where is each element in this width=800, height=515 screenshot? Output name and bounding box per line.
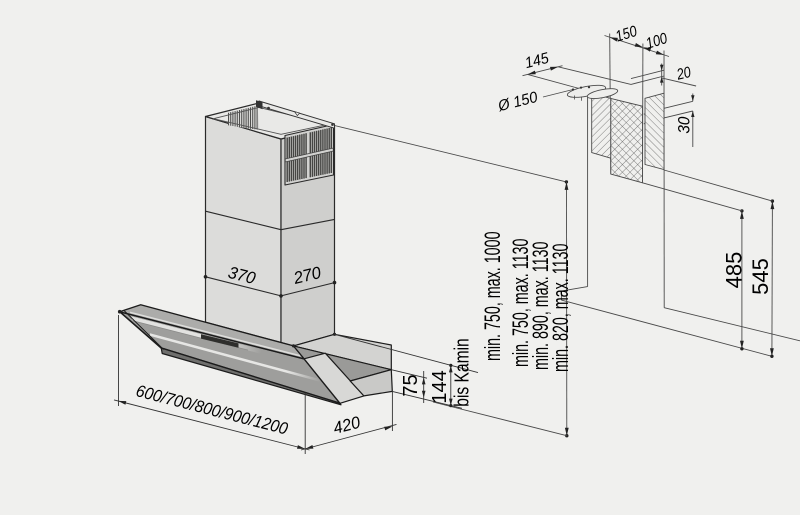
svg-text:485: 485 [722,252,747,289]
svg-text:30: 30 [674,116,693,133]
svg-text:75: 75 [400,374,422,396]
svg-text:min. 820, max. 1130: min. 820, max. 1130 [548,244,573,372]
svg-text:bis Kamin: bis Kamin [451,338,473,406]
svg-text:545: 545 [748,258,773,295]
svg-text:144: 144 [429,370,451,403]
svg-text:min. 750, max. 1000: min. 750, max. 1000 [480,231,505,361]
